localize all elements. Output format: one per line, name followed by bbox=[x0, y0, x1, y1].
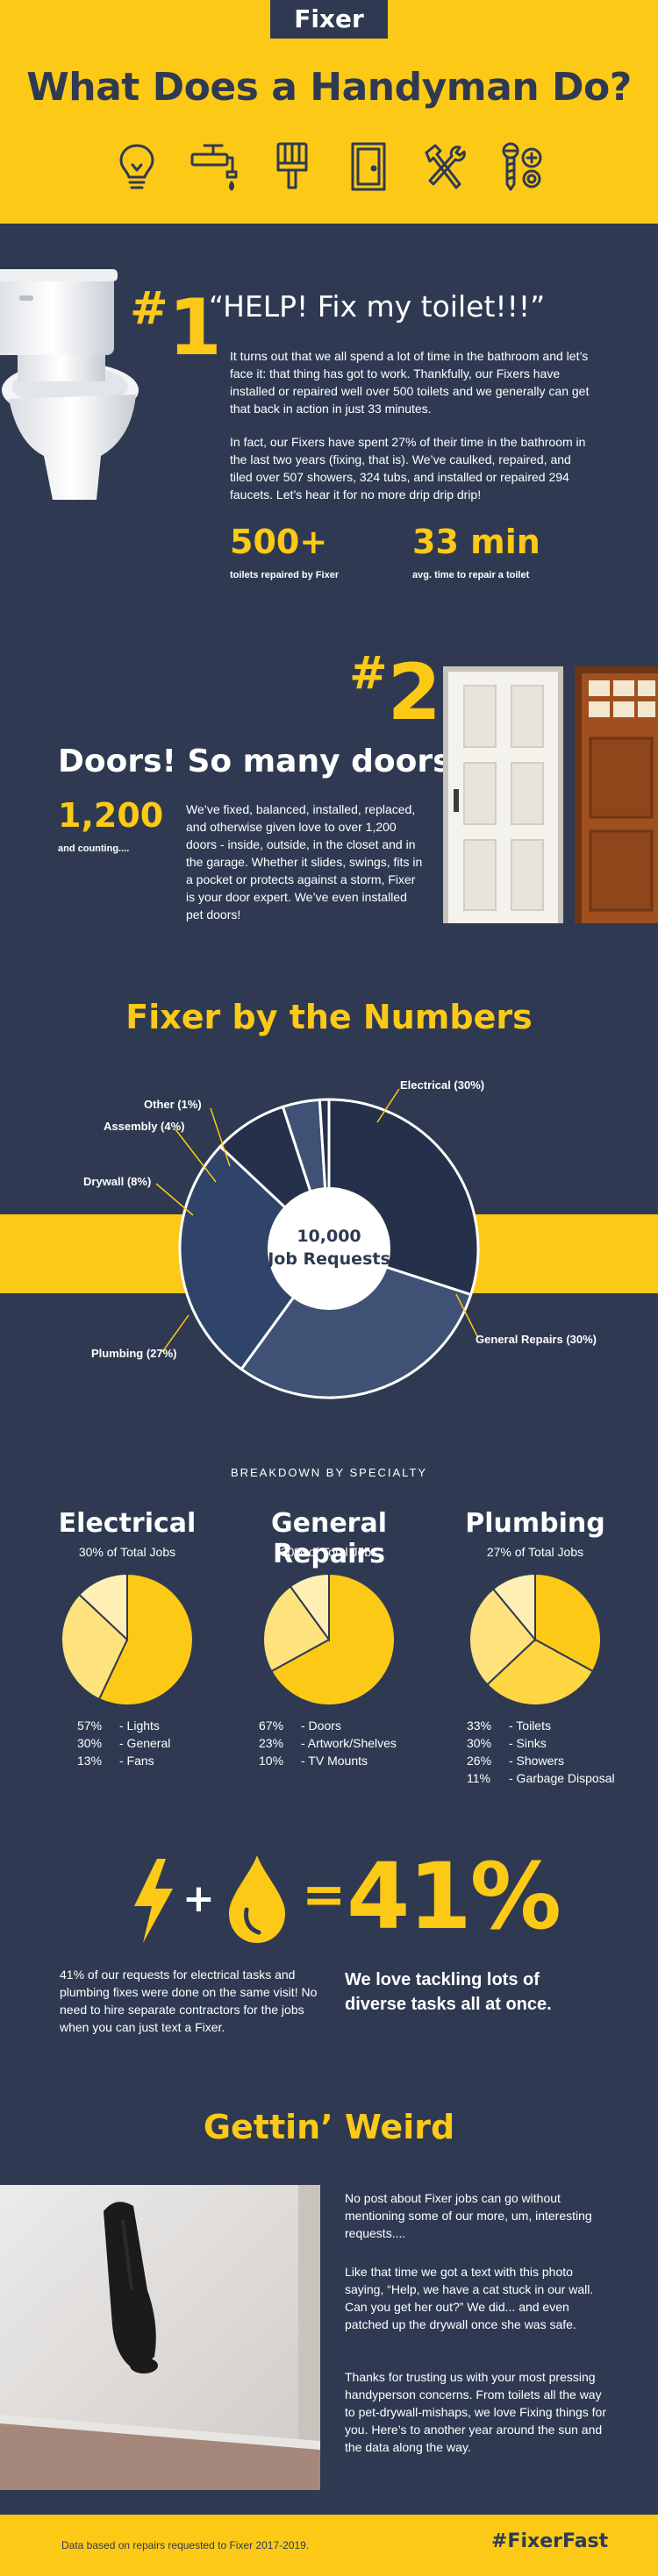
numbers-title: Fixer by the Numbers bbox=[125, 998, 533, 1036]
pie-slice-toilets bbox=[534, 1572, 602, 1673]
general-repairs-pie-chart bbox=[262, 1572, 396, 1706]
wood-door-image bbox=[575, 666, 658, 923]
door-icon bbox=[351, 142, 386, 191]
pie-slice-lights bbox=[97, 1572, 194, 1706]
lightning-bolt-icon bbox=[134, 1859, 173, 1943]
stat-time-value: 33 min bbox=[412, 523, 540, 561]
leader-line-plumbing bbox=[161, 1314, 190, 1353]
plus-sign: + bbox=[182, 1876, 215, 1921]
donut-center-count: 10,000 bbox=[297, 1227, 361, 1246]
electrical-pie-chart bbox=[61, 1572, 194, 1706]
section1-paragraph-2: In fact, our Fixers have spent 27% of th… bbox=[230, 435, 586, 502]
list-item: 10%- TV Mounts bbox=[259, 1754, 368, 1768]
pie-slice-fans bbox=[77, 1572, 128, 1642]
fixer-logo[interactable]: Fixer bbox=[270, 0, 388, 39]
donut-center bbox=[268, 1187, 390, 1310]
pie-slice-general-repairs bbox=[239, 1247, 473, 1399]
pie-slice-doors bbox=[269, 1572, 396, 1706]
general-repairs-subtitle: 30% of Total Jobs bbox=[280, 1545, 378, 1559]
leader-line-general-repairs bbox=[455, 1293, 479, 1339]
lightbulb-icon bbox=[119, 144, 154, 189]
list-item: 23%- Artwork/Shelves bbox=[259, 1736, 397, 1750]
list-item: 30%- General bbox=[77, 1736, 171, 1750]
pie-slice-showers bbox=[468, 1587, 537, 1686]
weird-paragraph-2: Like that time we got a text with this p… bbox=[345, 2265, 594, 2331]
leader-line-electrical bbox=[376, 1088, 400, 1123]
combo-tagline: We love tackling lots of diverse tasks a… bbox=[345, 1970, 552, 2014]
pie-label-plumbing: Plumbing (27%) bbox=[91, 1347, 177, 1360]
section2-paragraph: We’ve fixed, balanced, installed, replac… bbox=[186, 802, 423, 922]
list-item: 13%- Fans bbox=[77, 1754, 154, 1768]
combo-paragraph: 41% of our requests for electrical tasks… bbox=[60, 1968, 318, 2034]
pie-label-general-repairs: General Repairs (30%) bbox=[476, 1333, 597, 1346]
pie-label-drywall: Drywall (8%) bbox=[83, 1175, 152, 1188]
pie-slice-general bbox=[61, 1593, 129, 1701]
plumbing-breakdown-list: 33%- Toilets 30%- Sinks 26%- Showers 11%… bbox=[467, 1717, 615, 1787]
stat-toilets-value: 500+ bbox=[230, 523, 328, 561]
page-title: What Does a Handyman Do? bbox=[26, 65, 632, 110]
section2-title: Doors! So many doors. bbox=[58, 744, 464, 779]
donut-center-label: Job Requests bbox=[266, 1249, 390, 1269]
list-item: 30%- Sinks bbox=[467, 1736, 547, 1750]
pie-slice-artwork-shelves bbox=[262, 1584, 331, 1673]
weird-paragraph-3: Thanks for trusting us with your most pr… bbox=[345, 2370, 607, 2454]
plumbing-pie-chart bbox=[468, 1572, 602, 1706]
section1-paragraph-1: It turns out that we all spend a lot of … bbox=[230, 349, 590, 416]
list-item: 57%- Lights bbox=[77, 1719, 160, 1733]
footer-hashtag[interactable]: #FixerFast bbox=[491, 2530, 609, 2552]
pie-slice-tv-mounts bbox=[289, 1572, 330, 1643]
white-door-image bbox=[443, 666, 563, 923]
pie-slice-sinks bbox=[485, 1638, 595, 1706]
footer-bar: Data based on repairs requested to Fixer… bbox=[0, 2515, 658, 2576]
tools-icon bbox=[425, 144, 466, 189]
electrical-subtitle: 30% of Total Jobs bbox=[78, 1545, 176, 1559]
cat-in-wall-photo bbox=[0, 2185, 320, 2490]
stat-doors-value: 1,200 bbox=[58, 796, 164, 835]
header-banner: Fixer What Does a Handyman Do? bbox=[0, 0, 658, 224]
job-requests-donut-chart: 10,000 Job Requests bbox=[155, 1088, 480, 1399]
breakdown-heading: BREAKDOWN BY SPECIALTY bbox=[230, 1466, 428, 1479]
stat-toilets-label: toilets repaired by Fixer bbox=[230, 570, 340, 580]
general-repairs-breakdown-list: 67%- Doors 23%- Artwork/Shelves 10%- TV … bbox=[259, 1717, 397, 1769]
stat-time-label: avg. time to repair a toilet bbox=[412, 570, 530, 580]
water-drop-icon bbox=[229, 1855, 285, 1943]
electrical-breakdown-list: 57%- Lights 30%- General 13%- Fans bbox=[77, 1717, 170, 1769]
list-item: 26%- Showers bbox=[467, 1754, 565, 1768]
equals-sign: = bbox=[302, 1864, 347, 1925]
list-item: 67%- Doors bbox=[259, 1719, 341, 1733]
electrical-title: Electrical bbox=[58, 1508, 197, 1539]
general-repairs-title: General Repairs bbox=[271, 1508, 387, 1569]
toilet-image bbox=[0, 269, 139, 500]
list-item: 33%- Toilets bbox=[467, 1719, 551, 1733]
leader-line-other bbox=[210, 1107, 231, 1167]
faucet-icon bbox=[190, 144, 238, 191]
pie-label-electrical: Electrical (30%) bbox=[400, 1078, 485, 1092]
paintbrush-icon bbox=[276, 142, 308, 189]
stat-doors-label: and counting.... bbox=[58, 843, 130, 854]
pie-slice-plumbing bbox=[178, 1144, 331, 1371]
plumbing-subtitle: 27% of Total Jobs bbox=[486, 1545, 584, 1559]
section1-title: “HELP! Fix my toilet!!!” bbox=[209, 289, 546, 324]
list-item: 11%- Garbage Disposal bbox=[467, 1771, 615, 1785]
pie-slice-garbage-disposal bbox=[491, 1572, 536, 1642]
combo-percent: 41% bbox=[347, 1843, 561, 1950]
rank-number-1: #1 bbox=[130, 282, 222, 373]
screws-icon bbox=[502, 142, 542, 191]
footer-source-note: Data based on repairs requested to Fixer… bbox=[61, 2539, 310, 2551]
pie-label-assembly: Assembly (4%) bbox=[104, 1120, 185, 1133]
weird-paragraph-1: No post about Fixer jobs can go without … bbox=[345, 2191, 592, 2240]
leader-line-drywall bbox=[155, 1183, 194, 1216]
leader-line-assembly bbox=[175, 1128, 217, 1183]
plumbing-title: Plumbing bbox=[465, 1508, 605, 1539]
pie-label-other: Other (1%) bbox=[144, 1098, 202, 1111]
weird-title: Gettin’ Weird bbox=[203, 2108, 455, 2146]
rank-number-2: #2 bbox=[349, 647, 441, 737]
